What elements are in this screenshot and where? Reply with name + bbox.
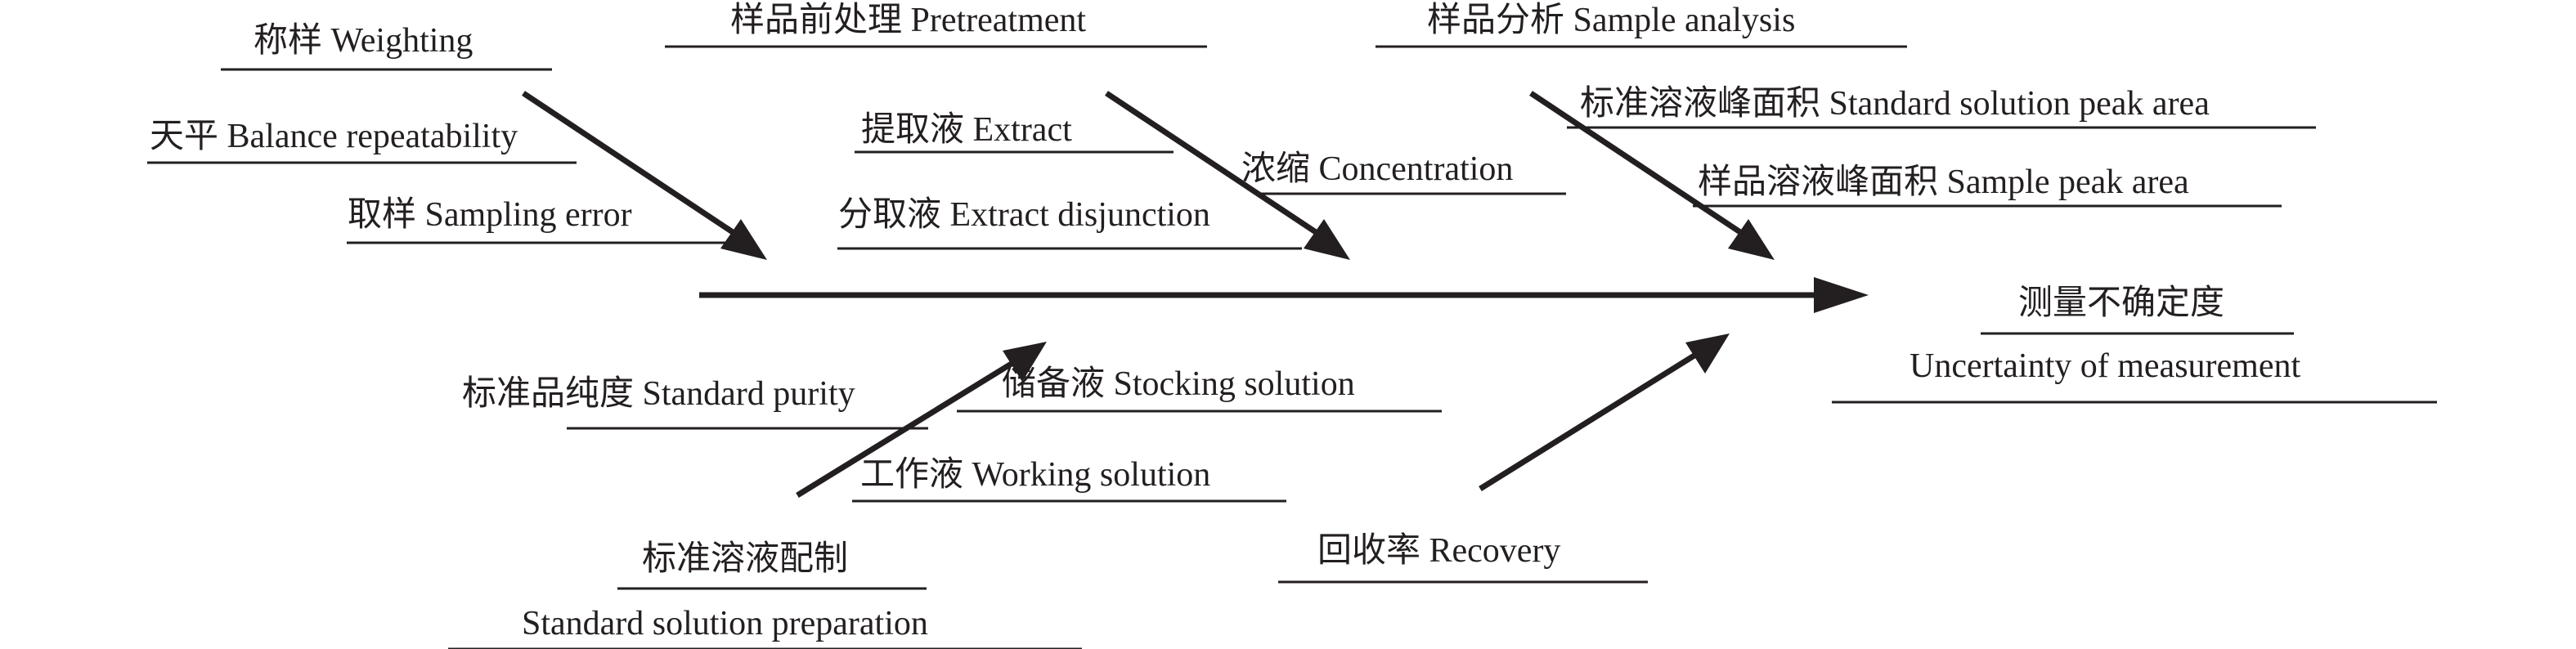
- standard-preparation-title-zh: 标准溶液配制: [642, 539, 848, 578]
- branch-recovery: 回收率 Recovery: [1278, 333, 1730, 584]
- effect-box: 测量不确定度 Uncertainty of measurement: [1832, 284, 2437, 404]
- analysis-title: 样品分析 Sample analysis: [1427, 2, 1795, 39]
- main-spine: [699, 277, 1869, 313]
- branch-standard-preparation: 标准品纯度 Standard purity 储备液 Stocking solut…: [448, 342, 1442, 649]
- analysis-cause-standard-peak: 标准溶液峰面积 Standard solution peak area: [1580, 84, 2210, 123]
- branch-weighing: 称样 Weighting 天平 Balance repeatability 取样…: [147, 22, 767, 260]
- analysis-cause-sample-peak: 样品溶液峰面积 Sample peak area: [1698, 163, 2189, 201]
- effect-title-zh: 测量不确定度: [2018, 284, 2224, 322]
- pretreatment-cause-concentration: 浓缩 Concentration: [1241, 150, 1513, 188]
- standard-cause-purity: 标准品纯度 Standard purity: [462, 375, 855, 413]
- branch-analysis: 样品分析 Sample analysis 标准溶液峰面积 Standard so…: [1376, 2, 2316, 260]
- pretreatment-title: 样品前处理 Pretreatment: [730, 2, 1086, 39]
- standard-preparation-arrowhead: [1003, 342, 1047, 382]
- spine-arrowhead: [1814, 277, 1869, 313]
- recovery-title: 回收率 Recovery: [1317, 531, 1560, 570]
- weighing-title: 称样 Weighting: [254, 22, 473, 60]
- pretreatment-arrowhead: [1304, 219, 1350, 260]
- analysis-bone: [1529, 91, 1749, 239]
- recovery-arrowhead: [1685, 333, 1730, 374]
- standard-preparation-title-en: Standard solution preparation: [522, 605, 928, 642]
- analysis-arrowhead: [1728, 219, 1775, 260]
- standard-cause-working: 工作液 Working solution: [860, 456, 1210, 494]
- weighing-arrowhead: [720, 219, 767, 260]
- weighing-cause-sampling: 取样 Sampling error: [348, 196, 632, 234]
- recovery-bone: [1479, 351, 1699, 491]
- weighing-cause-balance: 天平 Balance repeatability: [150, 118, 518, 155]
- pretreatment-cause-extract: 提取液 Extract: [861, 111, 1072, 149]
- branch-pretreatment: 样品前处理 Pretreatment 提取液 Extract 浓缩 Concen…: [665, 2, 1566, 260]
- effect-title-en: Uncertainty of measurement: [1910, 347, 2300, 385]
- weighing-bone: [522, 91, 742, 239]
- pretreatment-bone: [1105, 91, 1325, 239]
- pretreatment-cause-disjunction: 分取液 Extract disjunction: [838, 196, 1210, 234]
- standard-cause-stocking: 储备液 Stocking solution: [1002, 365, 1355, 403]
